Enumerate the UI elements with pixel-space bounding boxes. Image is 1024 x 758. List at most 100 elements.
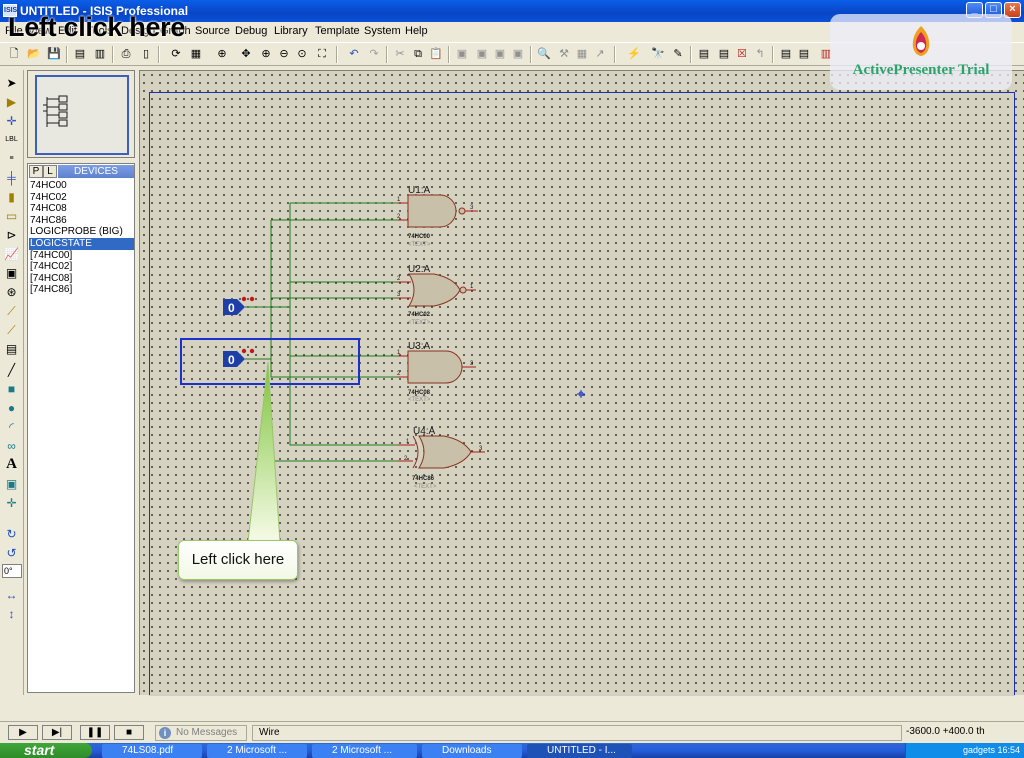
step-button[interactable]: ▶|	[42, 725, 72, 740]
path-tool-icon[interactable]: ∞	[7, 438, 16, 453]
menu-tools[interactable]: Tools	[87, 25, 113, 37]
menu-source[interactable]: Source	[195, 25, 230, 37]
taskbar-item[interactable]: 2 Microsoft ...	[207, 744, 307, 758]
wire-label-icon[interactable]: LBL	[5, 136, 18, 143]
rotate-clockwise-icon[interactable]: ↻	[6, 526, 17, 541]
device-item[interactable]: 74HC86	[30, 214, 67, 226]
device-item[interactable]: 74HC08	[30, 203, 67, 215]
new-file-icon[interactable]: 🗋	[9, 47, 19, 60]
line-tool-icon[interactable]: ╱	[7, 362, 16, 377]
block-move-icon[interactable]: ▣	[476, 47, 488, 60]
selection-mode-icon[interactable]: ➤	[6, 75, 17, 90]
component-mode-icon[interactable]: ▶	[6, 94, 17, 109]
wires[interactable]	[245, 202, 398, 462]
ares-icon[interactable]: ▥	[820, 47, 832, 60]
voltage-probe-icon[interactable]: ⟋	[7, 303, 16, 318]
taskbar-item[interactable]: 2 Microsoft ...	[312, 744, 417, 758]
open-folder-icon[interactable]: 📂	[27, 47, 41, 60]
make-device-icon[interactable]: ⚒	[559, 47, 569, 60]
box-tool-icon[interactable]: ■	[7, 381, 16, 396]
gate-u1-nand[interactable]	[407, 194, 466, 228]
stop-button[interactable]: ■	[114, 725, 144, 740]
gate-u2-nor[interactable]	[408, 273, 467, 307]
generator-icon[interactable]: ⊛	[6, 284, 17, 299]
device-pins-icon[interactable]: ⊳	[6, 227, 17, 242]
schematic-drawing[interactable]: U1:A U2:A U3:A U4:A 74HC00 74HC02 74HC08…	[140, 71, 1024, 696]
menu-graph[interactable]: Graph	[160, 25, 191, 37]
taskbar-item[interactable]: 74LS08.pdf	[102, 744, 202, 758]
circle-tool-icon[interactable]: ●	[7, 400, 16, 415]
symbol-tool-icon[interactable]: ▣	[5, 476, 18, 491]
wire-autorouter-icon[interactable]: ⚡	[627, 47, 641, 60]
overview-preview[interactable]	[35, 75, 129, 155]
remove-sheet-icon[interactable]: ▤	[718, 47, 730, 60]
virtual-instruments-icon[interactable]: ▤	[5, 341, 18, 356]
junction-dot-icon[interactable]: ✛	[6, 113, 17, 128]
origin-icon[interactable]: ⊕	[217, 47, 227, 60]
property-tool-icon[interactable]: ✎	[673, 47, 683, 60]
marker-tool-icon[interactable]: ✛	[6, 495, 17, 510]
menu-view[interactable]: View	[28, 25, 52, 37]
device-list[interactable]: 74HC00 74HC02 74HC08 74HC86 LOGICPROBE (…	[29, 180, 134, 296]
menu-system[interactable]: System	[364, 25, 401, 37]
zoom-area-icon[interactable]: ⛶	[318, 47, 326, 60]
menu-debug[interactable]: Debug	[235, 25, 268, 37]
zoom-out-icon[interactable]: ⊖	[279, 47, 289, 60]
save-icon[interactable]: 💾	[47, 47, 61, 60]
library-manager-button[interactable]: L	[43, 165, 57, 178]
menu-template[interactable]: Template	[315, 25, 360, 37]
print-icon[interactable]: ⎙	[121, 47, 131, 60]
message-panel[interactable]: i No Messages	[155, 725, 247, 741]
current-probe-icon[interactable]: ⟋	[7, 322, 16, 337]
undo-icon[interactable]: ↶	[349, 47, 359, 60]
menu-edit[interactable]: Edit	[58, 25, 77, 37]
subcircuit-icon[interactable]: ▮	[8, 189, 15, 204]
menu-help[interactable]: Help	[405, 25, 428, 37]
goto-sheet-icon[interactable]: ↰	[755, 47, 765, 60]
gate-u4-xor[interactable]	[412, 435, 472, 469]
zoom-in-icon[interactable]: ⊕	[261, 47, 271, 60]
decompose-icon[interactable]: ↗	[595, 47, 605, 60]
bill-of-materials-icon[interactable]: ▤	[780, 47, 792, 60]
cut-icon[interactable]: ✂	[395, 47, 405, 60]
block-copy-icon[interactable]: ▣	[456, 47, 468, 60]
netlist-icon[interactable]: ▤	[798, 47, 810, 60]
packaging-icon[interactable]: ▦	[576, 47, 588, 60]
device-item[interactable]: [74HC00]	[30, 249, 73, 261]
block-delete-icon[interactable]: ▣	[512, 47, 524, 60]
flip-vertical-icon[interactable]: ↕	[8, 606, 15, 621]
device-item[interactable]: [74HC08]	[30, 272, 73, 284]
block-rotate-icon[interactable]: ▣	[494, 47, 506, 60]
import-icon[interactable]: ▤	[74, 47, 86, 60]
graph-icon[interactable]: 📈	[4, 246, 19, 261]
refresh-icon[interactable]: ⟳	[171, 47, 181, 60]
text-script-icon[interactable]: ≡	[9, 155, 14, 162]
gate-u3-and[interactable]	[407, 350, 463, 384]
pick-devices-button[interactable]: P	[29, 165, 43, 178]
play-button[interactable]: ▶	[8, 725, 38, 740]
area-icon[interactable]: ▯	[142, 47, 150, 60]
tape-recorder-icon[interactable]: ▣	[5, 265, 18, 280]
taskbar-item-active[interactable]: UNTITLED - I...	[527, 744, 632, 758]
search-tag-icon[interactable]: 🔭	[651, 47, 665, 60]
rotate-anticlockwise-icon[interactable]: ↺	[6, 545, 17, 560]
logic-state-2[interactable]: 0	[223, 348, 255, 367]
zoom-all-icon[interactable]: ⊙	[297, 47, 307, 60]
device-item[interactable]: LOGICPROBE (BIG)	[30, 226, 123, 238]
grid-icon[interactable]: ▦	[190, 47, 202, 60]
device-item-selected[interactable]: LOGICSTATE	[29, 237, 134, 250]
menu-file[interactable]: File	[5, 25, 23, 37]
taskbar-item[interactable]: Downloads	[422, 744, 522, 758]
rotation-angle-field[interactable]: 0°	[2, 564, 22, 578]
paste-icon[interactable]: 📋	[429, 47, 443, 60]
copy-icon[interactable]: ⧉	[414, 47, 422, 60]
menu-design[interactable]: Design	[121, 25, 156, 37]
schematic-canvas[interactable]: U1:A U2:A U3:A U4:A 74HC00 74HC02 74HC08…	[139, 70, 1024, 696]
device-item[interactable]: [74HC02]	[30, 261, 73, 273]
overview-window[interactable]	[27, 70, 135, 158]
new-sheet-icon[interactable]: ▤	[698, 47, 710, 60]
bus-icon[interactable]: ╪	[7, 170, 16, 185]
pause-button[interactable]: ❚❚	[80, 725, 110, 740]
redo-icon[interactable]: ↷	[369, 47, 379, 60]
close-button[interactable]: ×	[1004, 2, 1021, 18]
